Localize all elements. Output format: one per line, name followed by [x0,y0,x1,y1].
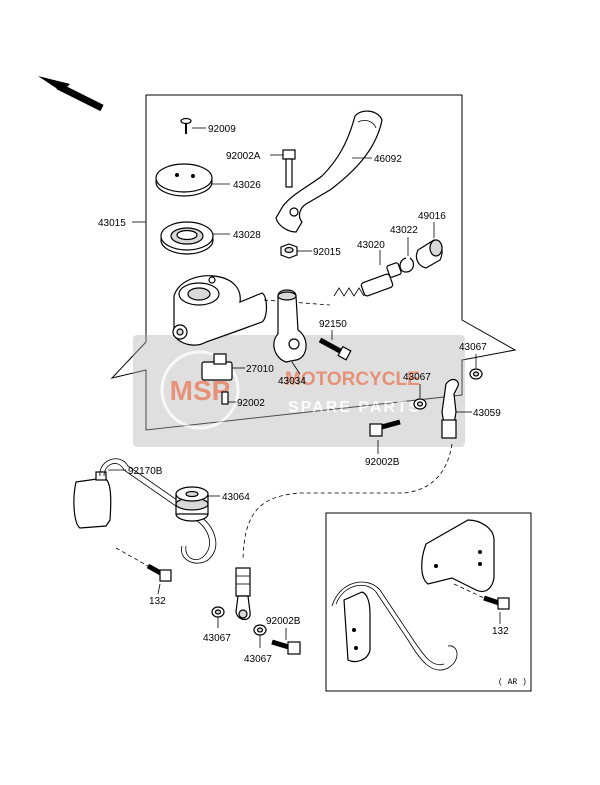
diaphragm-43028 [160,221,230,255]
washer-43067-upper [469,354,483,380]
bracket-43034 [273,289,307,375]
assembly-frame [110,94,517,431]
label-92150: 92150 [319,319,347,330]
reservoir-tank-92170B [73,458,217,564]
label-92002A: 92002A [226,151,261,162]
inset-ar-variant [325,512,532,692]
reservoir-cap-43026 [155,163,230,197]
brake-switch-27010 [201,353,245,381]
label-46092: 46092 [374,154,402,165]
dust-boot-49016 [415,222,443,269]
label-43064: 43064 [222,492,250,503]
label-43034: 43034 [278,376,306,387]
circlip-43022 [399,237,415,273]
watermark-line1: MOTORCYCLE [285,369,420,390]
piston-kit-43020 [333,250,402,297]
banjo-43059 [441,378,472,439]
nut-92015 [280,243,312,259]
screw-92002 [221,391,236,405]
label-132-a: 132 [149,596,166,607]
grommet-43064 [175,486,220,522]
label-43015: 43015 [98,218,126,229]
bolt-132-left [115,547,172,595]
brake-lever-46092 [275,110,383,233]
banjo-bolt-92002B-lower [271,628,301,655]
label-43067-a: 43067 [459,342,487,353]
label-43020: 43020 [357,240,385,251]
label-inset-tag: ( AR ) [498,678,527,687]
label-43028: 43028 [233,230,261,241]
label-43067-b: 43067 [403,372,431,383]
label-92015: 92015 [313,247,341,258]
pivot-bolt-92002A [270,149,296,188]
label-43022: 43022 [390,225,418,236]
hose-end-lower [235,567,251,621]
label-43067-d: 43067 [244,654,272,665]
washer-43067-lower [253,624,267,648]
watermark-line2: SPARE PARTS [288,399,421,416]
label-92002B-a: 92002B [365,457,400,468]
label-92002: 92002 [237,398,265,409]
label-43059: 43059 [473,408,501,419]
master-cylinder-body [172,275,331,346]
label-27010: 27010 [246,364,274,375]
brake-hose-route [242,443,453,561]
banjo-bolt-92002B-upper [369,419,401,454]
label-132-b: 132 [492,626,509,637]
label-92009: 92009 [208,124,236,135]
arrow-up-left-icon [38,76,104,112]
label-43026: 43026 [233,180,261,191]
screw-92009 [180,117,206,134]
label-43067-c: 43067 [203,633,231,644]
bolt-92150 [318,330,352,361]
label-92002B-b: 92002B [266,616,301,627]
washer-43067-lower-left [211,606,225,628]
label-92170B: 92170B [128,466,163,477]
washer-43067-mid [413,384,427,410]
label-49016: 49016 [418,211,446,222]
